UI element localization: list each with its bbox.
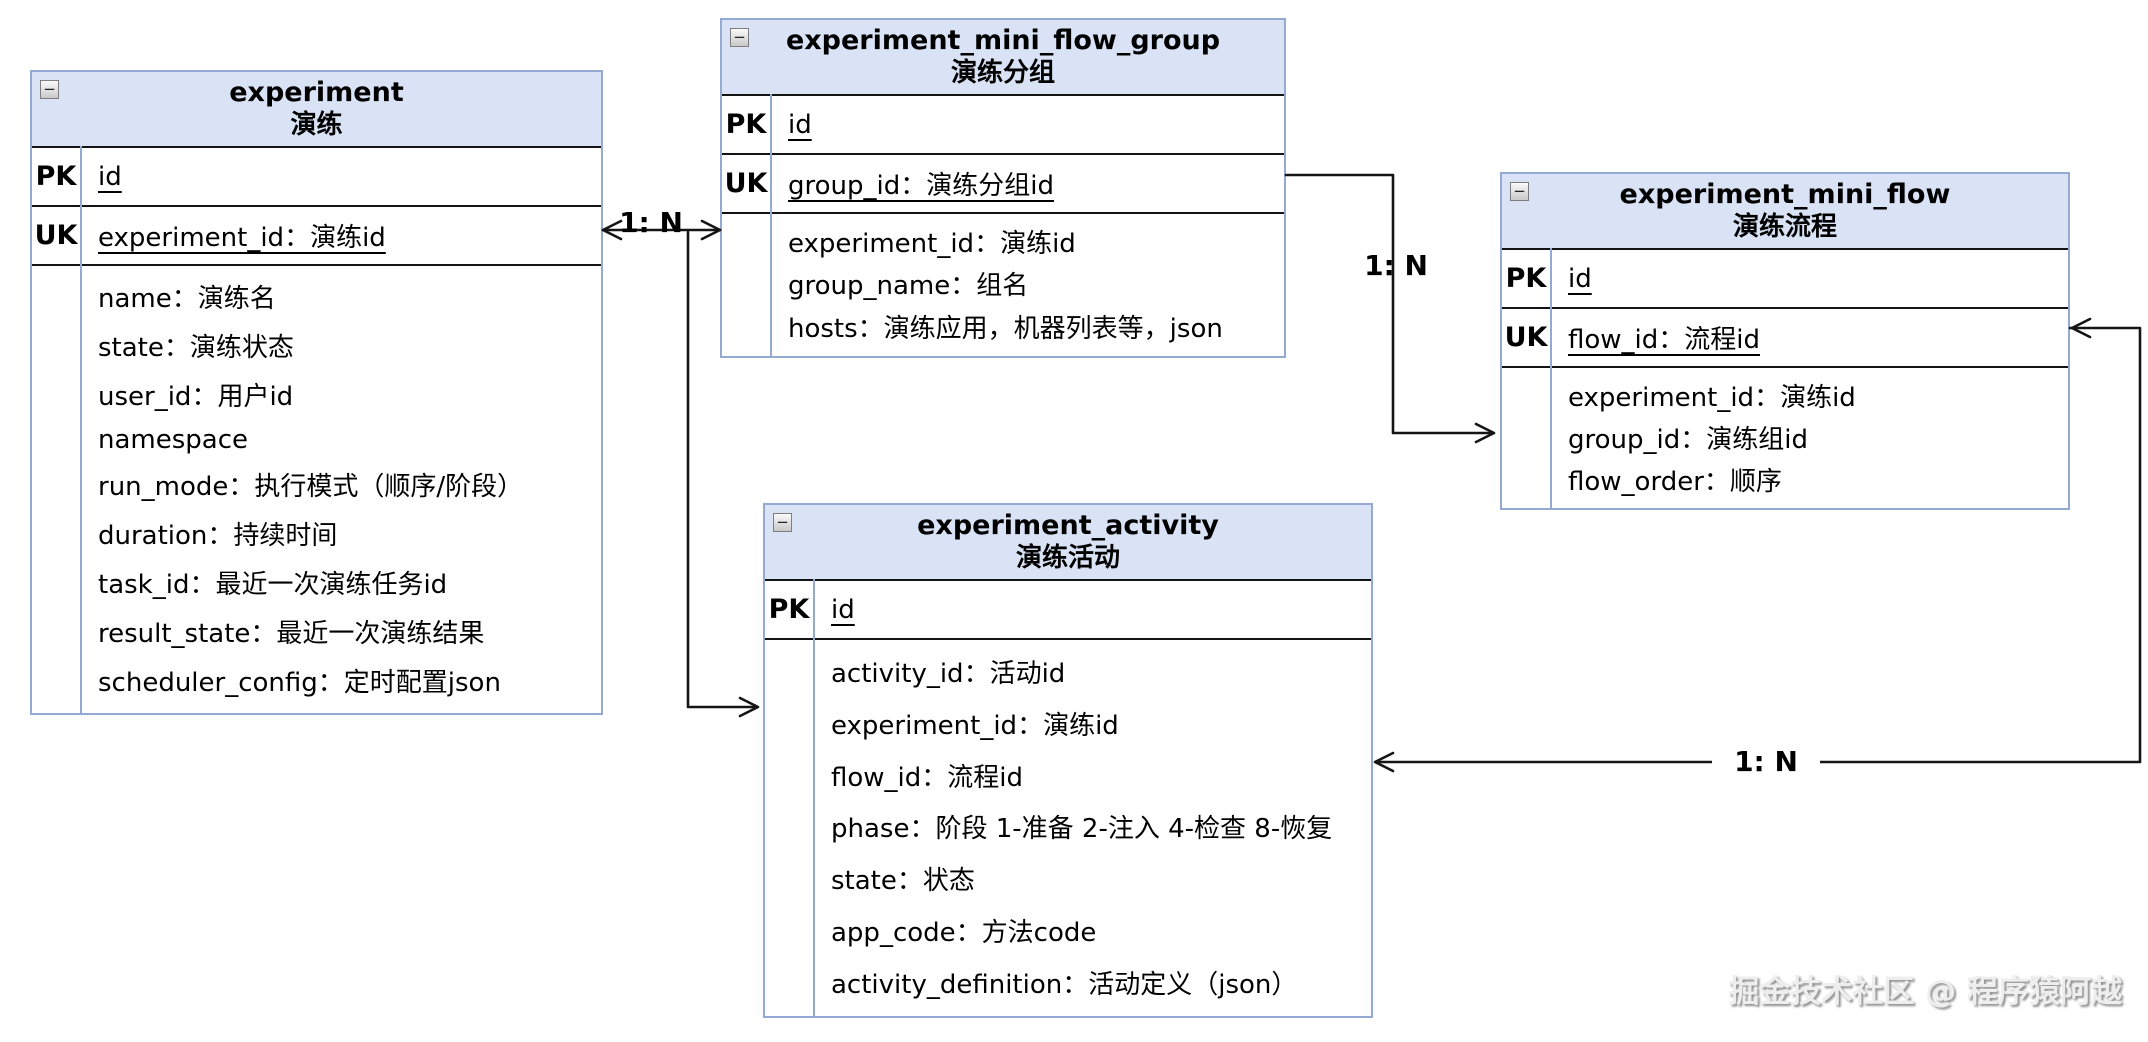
key-row: PK id bbox=[765, 581, 1371, 640]
collapse-minus-icon[interactable]: − bbox=[730, 28, 749, 47]
key-row: PK id bbox=[32, 148, 601, 207]
field-text: namespace bbox=[98, 424, 249, 455]
cardinality-label: 1: N bbox=[619, 206, 683, 239]
key-field-text: id bbox=[831, 594, 855, 625]
key-badge: UK bbox=[34, 220, 78, 251]
entity-title: experiment bbox=[229, 76, 404, 108]
key-badge: PK bbox=[725, 109, 767, 140]
field-text: scheduler_config：定时配置json bbox=[98, 667, 501, 698]
key-badge: PK bbox=[1505, 263, 1547, 294]
watermark: 掘金技术社区 @ 程序猿阿越 bbox=[1728, 974, 2122, 1010]
collapse-minus-icon[interactable]: − bbox=[40, 80, 59, 99]
key-row: PK id bbox=[1502, 250, 2068, 309]
field-text: hosts：演练应用，机器列表等，json bbox=[788, 314, 1223, 345]
field-list: experiment_id：演练id group_id：演练组id flow_ord… bbox=[1502, 368, 2068, 508]
field-text: activity_id：活动id bbox=[831, 659, 1066, 690]
key-badge: PK bbox=[35, 161, 77, 192]
field-text: app_code：方法code bbox=[831, 917, 1097, 948]
field-list: activity_id：活动id experiment_id：演练id flow_i… bbox=[765, 640, 1371, 1016]
field-text: task_id：最近一次演练任务id bbox=[98, 570, 448, 601]
key-field-text: id bbox=[98, 161, 122, 192]
key-row: PK id bbox=[722, 96, 1284, 155]
field-text: experiment_id：演练id bbox=[788, 228, 1076, 259]
field-text: group_name：组名 bbox=[788, 271, 1029, 302]
field-text: group_id：演练组id bbox=[1568, 424, 1808, 455]
field-text: activity_definition：活动定义（json） bbox=[831, 969, 1298, 1000]
arrowhead-right-icon bbox=[738, 696, 760, 718]
arrowhead-right-icon bbox=[700, 219, 722, 241]
cardinality-label: 1: N bbox=[1712, 745, 1820, 779]
field-text: flow_id：流程id bbox=[831, 762, 1024, 793]
key-badge: PK bbox=[768, 594, 810, 625]
key-row: UK group_id：演练分组id bbox=[722, 155, 1284, 214]
entity-title: experiment_mini_flow_group bbox=[785, 24, 1221, 56]
field-text: state：状态 bbox=[831, 866, 975, 897]
field-text: experiment_id：演练id bbox=[1568, 382, 1856, 413]
key-field-text: flow_id：流程id bbox=[1568, 325, 1761, 355]
field-text: result_state：最近一次演练结果 bbox=[98, 619, 485, 650]
field-text: phase：阶段 1-准备 2-注入 4-检查 8-恢复 bbox=[831, 814, 1333, 845]
connector-group-flow bbox=[1284, 173, 1494, 435]
arrowhead-left-icon bbox=[601, 219, 623, 241]
key-row: UK experiment_id：演练id bbox=[32, 207, 601, 266]
key-row: UK flow_id：流程id bbox=[1502, 309, 2068, 368]
key-field-text: group_id：演练分组id bbox=[788, 171, 1054, 201]
entity-subtitle: 演练分组 bbox=[950, 57, 1055, 88]
entity-title: experiment_activity bbox=[917, 509, 1219, 541]
field-text: experiment_id：演练id bbox=[831, 711, 1119, 742]
key-field-text: id bbox=[788, 109, 812, 140]
field-text: name：演练名 bbox=[98, 283, 276, 314]
field-text: flow_order：顺序 bbox=[1568, 466, 1782, 497]
key-field-text: id bbox=[1568, 263, 1592, 294]
collapse-minus-icon[interactable]: − bbox=[1510, 182, 1529, 201]
key-badge: UK bbox=[724, 168, 768, 199]
field-list: name：演练名 state：演练状态 user_id：用户id namespace r… bbox=[32, 266, 601, 713]
field-text: run_mode：执行模式（顺序/阶段） bbox=[98, 472, 524, 503]
entity-subtitle: 演练 bbox=[290, 109, 343, 140]
arrowhead-left-icon bbox=[2070, 317, 2092, 339]
entity-subtitle: 演练流程 bbox=[1732, 211, 1837, 242]
field-text: duration：持续时间 bbox=[98, 521, 338, 552]
cardinality-label: 1: N bbox=[1364, 249, 1428, 282]
key-badge: UK bbox=[1504, 322, 1548, 353]
key-field-text: experiment_id：演练id bbox=[98, 223, 386, 253]
field-list: experiment_id：演练id group_name：组名 hosts：演练应… bbox=[722, 214, 1284, 356]
arrowhead-left-icon bbox=[1373, 751, 1395, 773]
field-text: state：演练状态 bbox=[98, 332, 294, 363]
entity-title: experiment_mini_flow bbox=[1619, 178, 1951, 210]
collapse-minus-icon[interactable]: − bbox=[773, 513, 792, 532]
entity-subtitle: 演练活动 bbox=[1015, 542, 1120, 573]
field-text: user_id：用户id bbox=[98, 381, 294, 412]
arrowhead-right-icon bbox=[1474, 422, 1496, 444]
